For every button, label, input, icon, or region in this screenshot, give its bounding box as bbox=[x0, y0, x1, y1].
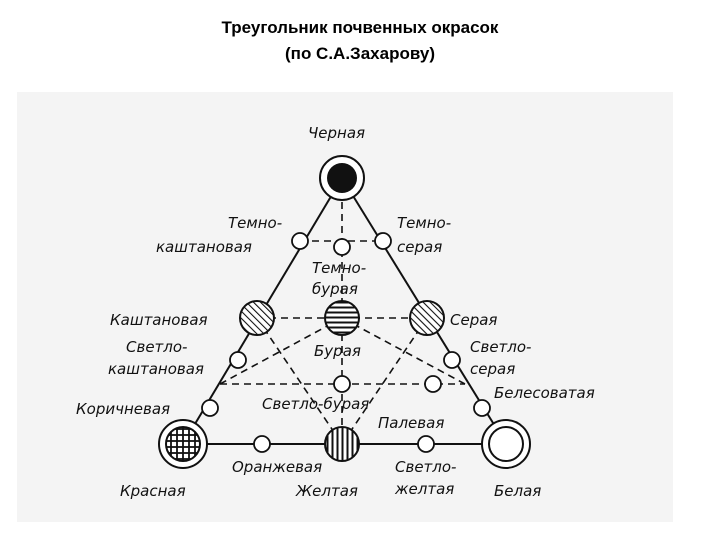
black-node bbox=[319, 155, 365, 201]
light-chestnut-node bbox=[229, 351, 247, 369]
red-node bbox=[158, 419, 208, 469]
white-node bbox=[481, 419, 531, 469]
label-light-gray-2: серая bbox=[470, 360, 515, 378]
label-gray: Серая bbox=[450, 311, 497, 329]
dark-chestnut-node bbox=[291, 232, 309, 250]
label-dark-brown-1: Темно- bbox=[312, 259, 366, 277]
label-white: Белая bbox=[494, 482, 541, 500]
label-light-gray-1: Светло- bbox=[470, 338, 531, 356]
label-light-chestnut-2: каштановая bbox=[108, 360, 204, 378]
light-gray-node bbox=[443, 351, 461, 369]
label-light-chestnut-1: Светло- bbox=[126, 338, 187, 356]
diagram-title: Треугольник почвенных окрасок bbox=[221, 18, 499, 37]
label-dark-chestnut-1: Темно- bbox=[228, 214, 282, 232]
yellow-node bbox=[324, 426, 360, 462]
dark-brown-node bbox=[333, 238, 351, 256]
whitish-node bbox=[473, 399, 491, 417]
label-orange: Оранжевая bbox=[232, 458, 322, 476]
dark-gray-node bbox=[374, 232, 392, 250]
label-chestnut: Каштановая bbox=[110, 311, 208, 329]
diagram-subtitle: (по С.А.Захарову) bbox=[285, 44, 435, 63]
label-whitish: Белесоватая bbox=[494, 384, 595, 402]
label-dark-chestnut-2: каштановая bbox=[156, 238, 252, 256]
label-pale: Палевая bbox=[378, 414, 444, 432]
chestnut-node bbox=[239, 300, 275, 336]
light-yellow-node bbox=[417, 435, 435, 453]
cinnamon-node bbox=[201, 399, 219, 417]
small-nodes bbox=[201, 232, 491, 453]
label-brown: Бурая bbox=[314, 342, 361, 360]
gray-node bbox=[409, 300, 445, 336]
label-dark-gray-1: Темно- bbox=[397, 214, 451, 232]
brown-node bbox=[324, 300, 360, 336]
label-dark-brown-2: бурая bbox=[312, 280, 358, 298]
label-dark-gray-2: серая bbox=[397, 238, 442, 256]
light-brown-node bbox=[333, 375, 351, 393]
label-black: Черная bbox=[308, 124, 365, 142]
label-light-yellow-1: Светло- bbox=[395, 458, 456, 476]
label-light-brown: Светло-бурая bbox=[262, 395, 369, 413]
label-cinnamon: Коричневая bbox=[76, 400, 170, 418]
orange-node bbox=[253, 435, 271, 453]
label-light-yellow-2: желтая bbox=[394, 480, 454, 498]
pale-node bbox=[424, 375, 442, 393]
label-yellow: Желтая bbox=[295, 482, 358, 500]
label-red: Красная bbox=[120, 482, 186, 500]
